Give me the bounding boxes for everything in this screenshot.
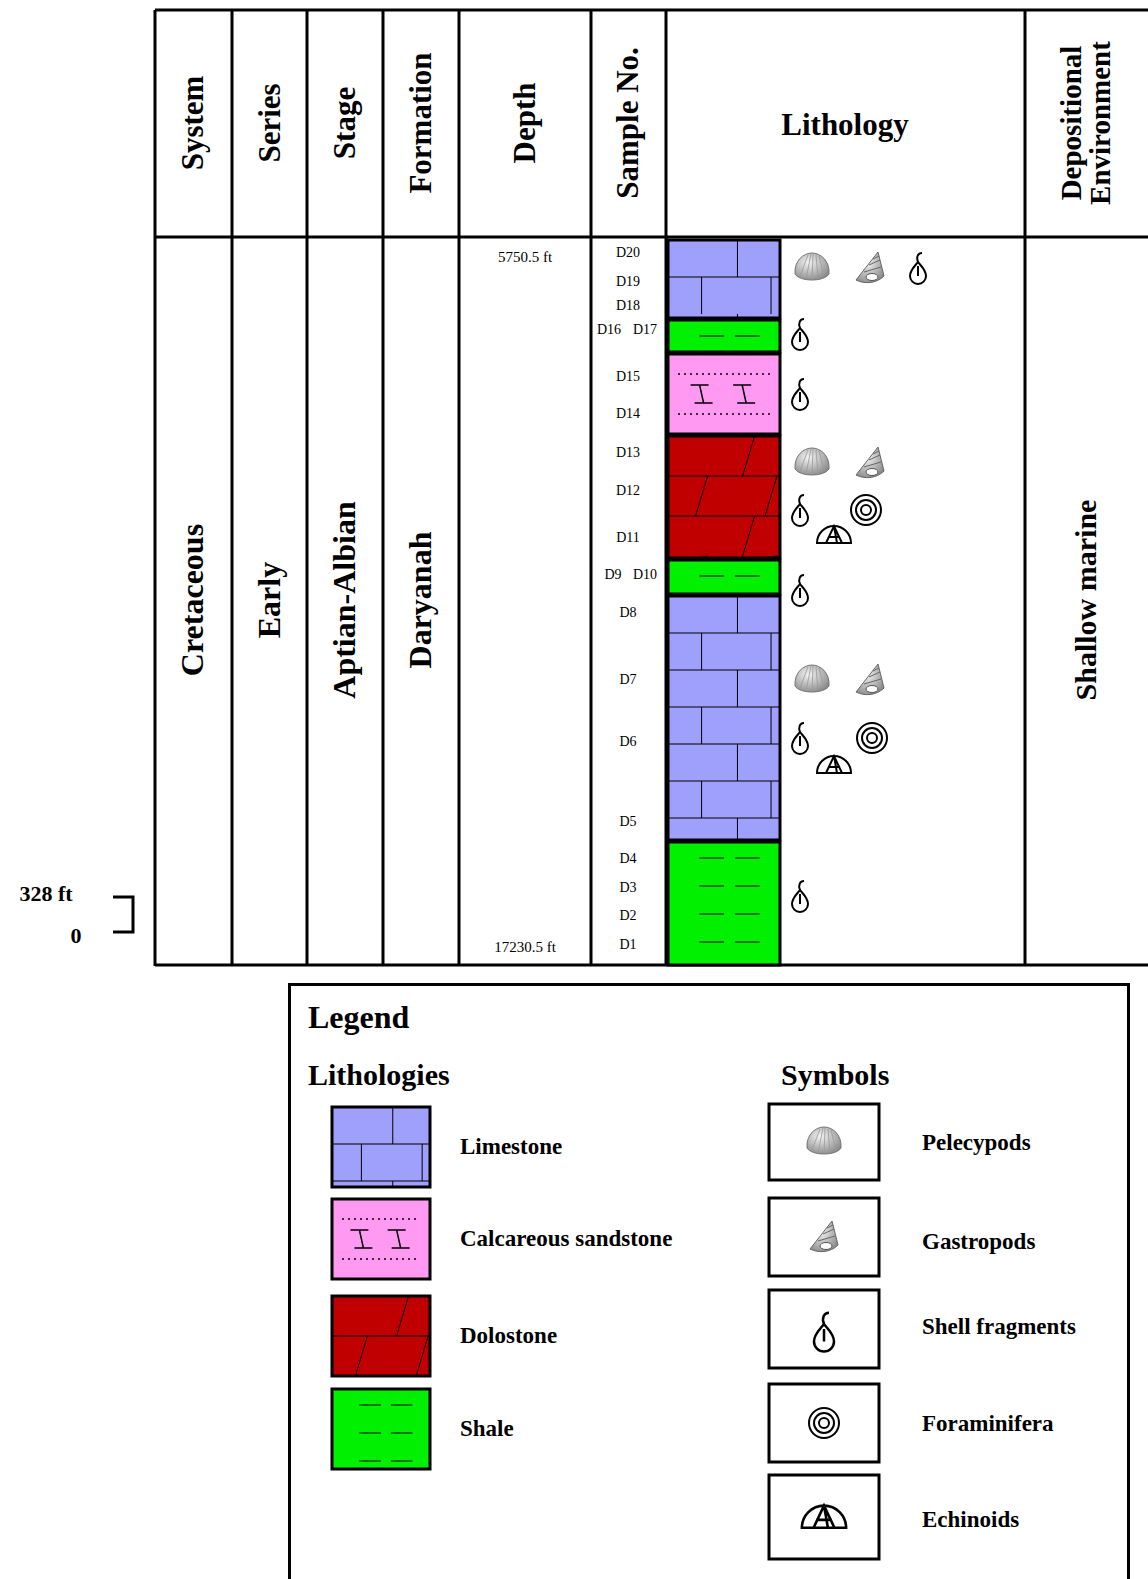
sample-number: D2 (619, 909, 636, 924)
sample-number: D3 (619, 881, 636, 896)
column-header: Series (254, 83, 287, 162)
column-header: Sample No. (612, 47, 645, 199)
legend-label: Dolostone (460, 1324, 557, 1348)
sample-number: D7 (619, 673, 636, 688)
sample-number: D12 (616, 484, 640, 499)
sample-number: D16 (597, 323, 621, 338)
sample-number: D1 (619, 938, 636, 953)
legend-heading: Symbols (781, 1059, 889, 1091)
legend-label: Calcareous sandstone (460, 1227, 672, 1251)
sample-number: D19 (616, 275, 640, 290)
sample-number: D13 (616, 446, 640, 461)
legend-label: Foraminifera (922, 1412, 1054, 1436)
cell-text: 5750.5 ft (498, 250, 552, 266)
sample-number: D14 (616, 407, 640, 422)
cell-text: Cretaceous (176, 524, 210, 676)
sample-number: D17 (633, 323, 657, 338)
legend-swatch (332, 1389, 430, 1469)
sample-number: D20 (616, 246, 640, 261)
column-header: Depositional Environment (1057, 23, 1115, 223)
legend-heading: Legend (308, 1001, 409, 1035)
legend-label: Limestone (460, 1135, 562, 1159)
legend-swatch (332, 1107, 430, 1187)
sample-number: D11 (616, 531, 640, 546)
sample-number: D18 (616, 299, 640, 314)
legend-label: Shell fragments (922, 1315, 1076, 1339)
cell-text: 17230.5 ft (494, 940, 556, 956)
column-header: Lithology (781, 109, 908, 142)
sample-number: D5 (619, 815, 636, 830)
sample-number: D4 (619, 852, 636, 867)
cell-text: Shallow marine (1070, 500, 1102, 701)
sample-number: D15 (616, 370, 640, 385)
legend-swatch (332, 1296, 430, 1376)
cell-text: Daryanah (404, 532, 438, 669)
legend-swatch (332, 1199, 430, 1279)
cell-text: Early (253, 562, 287, 638)
legend-heading: Lithologies (308, 1059, 450, 1091)
legend-box: LegendLithologies Symbols (288, 983, 1130, 1579)
column-header: Depth (509, 83, 542, 164)
legend-label: Gastropods (922, 1230, 1035, 1254)
sample-number: D10 (633, 568, 657, 583)
legend-label: Pelecypods (922, 1131, 1031, 1155)
column-header: Stage (329, 87, 362, 159)
legend-label: Echinoids (922, 1508, 1019, 1532)
column-header: System (177, 76, 210, 171)
sample-number: D6 (619, 735, 636, 750)
sample-number: D8 (619, 606, 636, 621)
scale-label: 0 (71, 924, 82, 947)
sample-number: D9 (604, 568, 621, 583)
column-header: Formation (405, 52, 438, 193)
legend-label: Shale (460, 1417, 514, 1441)
scale-label: 328 ft (19, 882, 72, 905)
cell-text: Aptian-Albian (328, 501, 362, 698)
